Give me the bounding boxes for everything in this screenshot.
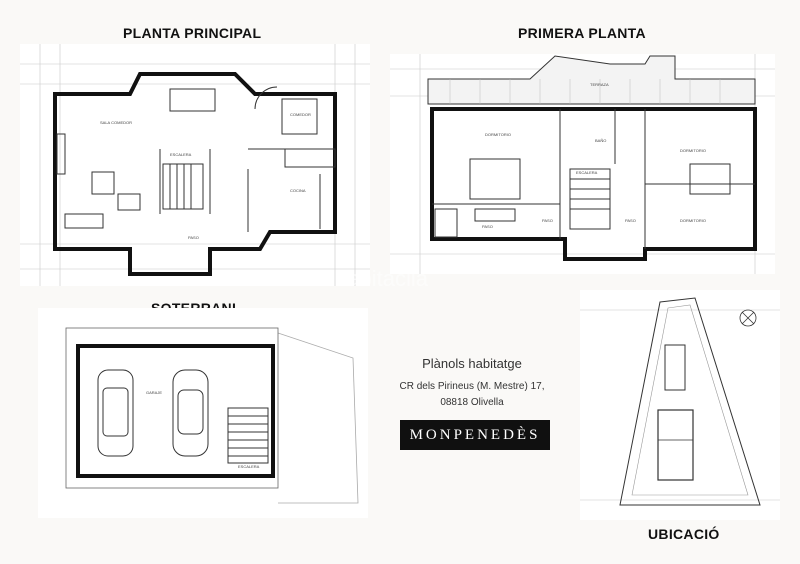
svg-text:PASO: PASO [482, 224, 493, 229]
svg-text:SALA COMEDOR: SALA COMEDOR [100, 120, 132, 125]
first-floor-title: PRIMERA PLANTA [518, 25, 646, 41]
svg-text:COCINA: COCINA [290, 188, 306, 193]
svg-text:BAÑO: BAÑO [595, 138, 606, 143]
svg-text:DORMITORIO: DORMITORIO [680, 218, 706, 223]
watermark: habitaclia [335, 266, 428, 291]
svg-text:GARAJE: GARAJE [146, 390, 162, 395]
main-floor-title: PLANTA PRINCIPAL [123, 25, 262, 41]
property-info: Plànols habitatge CR dels Pirineus (M. M… [372, 356, 572, 411]
svg-text:PASO: PASO [542, 218, 553, 223]
svg-text:ESCALERA: ESCALERA [576, 170, 598, 175]
svg-text:TERRAZA: TERRAZA [590, 82, 609, 87]
svg-text:PASO: PASO [625, 218, 636, 223]
location-plan [580, 290, 780, 520]
main-floor-plan: SALA COMEDOR ESCALERA COMEDOR COCINA PAS… [20, 44, 370, 286]
svg-text:ESCALERA: ESCALERA [238, 464, 260, 469]
svg-text:DORMITORIO: DORMITORIO [485, 132, 511, 137]
svg-text:PASO: PASO [188, 235, 199, 240]
address-line-1: CR dels Pirineus (M. Mestre) 17, [399, 381, 545, 392]
svg-text:ESCALERA: ESCALERA [170, 152, 192, 157]
location-title: UBICACIÓ [648, 526, 720, 542]
basement-plan: GARAJE ESCALERA [38, 308, 368, 518]
svg-text:DORMITORIO: DORMITORIO [680, 148, 706, 153]
brand-logo: MONPENEDÈS [400, 420, 550, 450]
info-heading: Plànols habitatge [422, 356, 522, 371]
first-floor-plan: TERRAZA DORMITORIO BAÑO ESCALERA DORMITO… [390, 54, 775, 274]
address-line-2: 08818 Olivella [440, 397, 504, 408]
svg-text:COMEDOR: COMEDOR [290, 112, 311, 117]
